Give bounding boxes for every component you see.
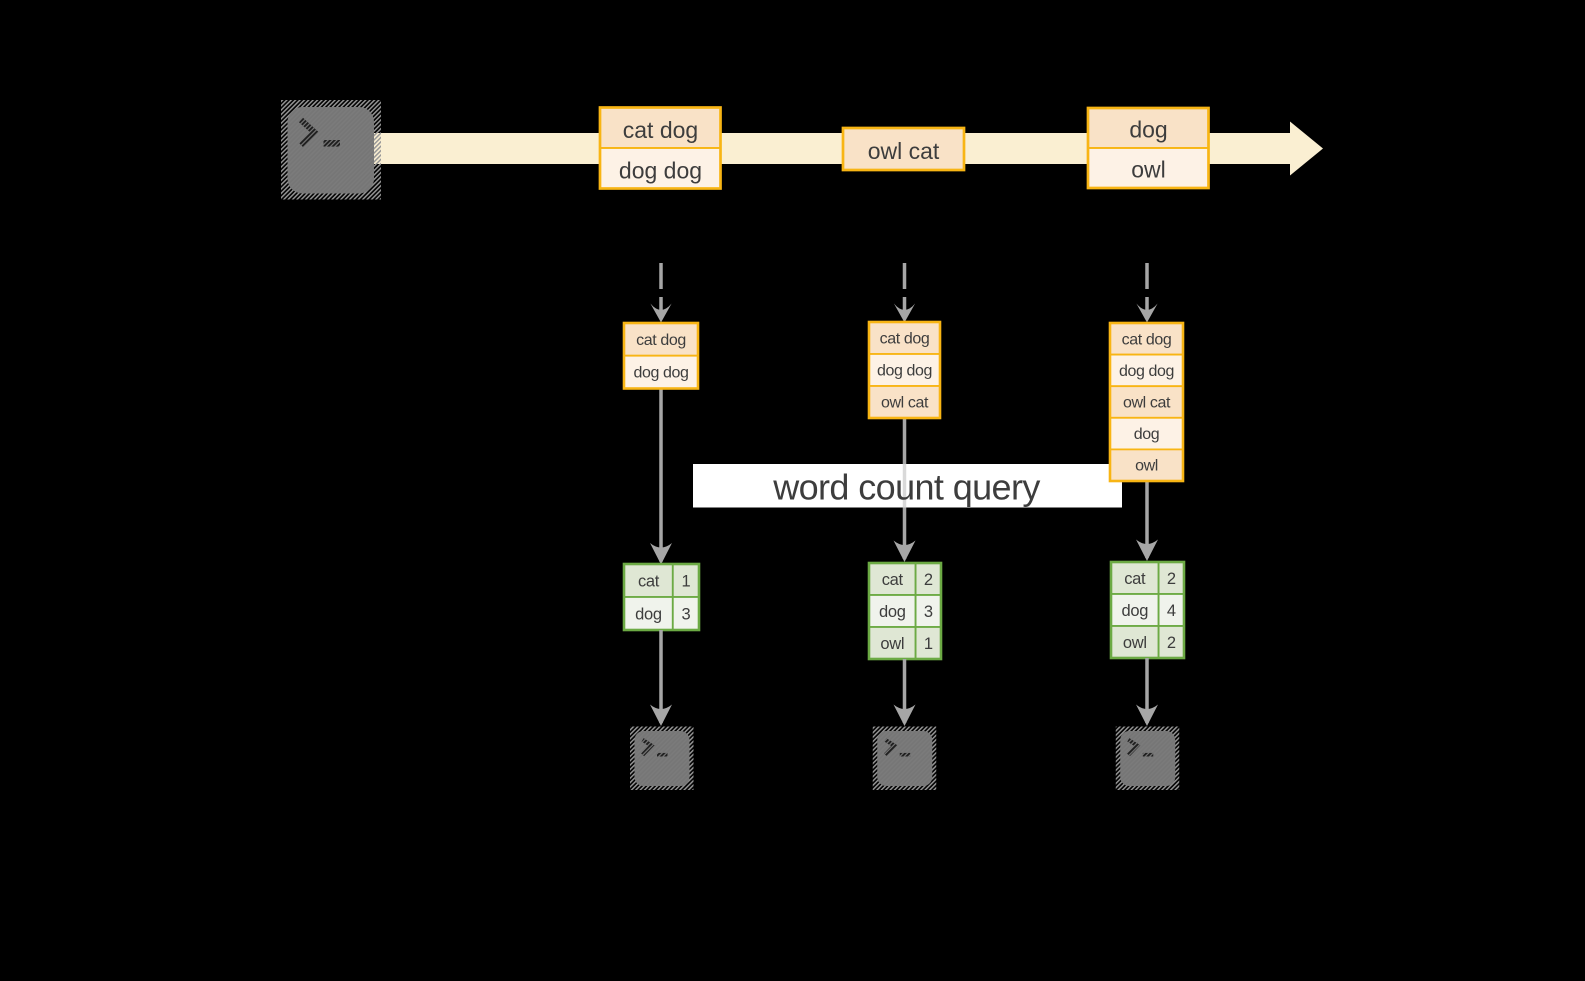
svg-text:owl: owl [1131, 157, 1166, 183]
svg-text:cat: cat [638, 572, 660, 590]
svg-text:1: 1 [924, 635, 933, 653]
svg-text:dog: dog [879, 603, 906, 621]
svg-text:cat dog: cat dog [1122, 331, 1172, 348]
svg-text:cat: cat [882, 571, 904, 589]
svg-text:dog: dog [635, 605, 662, 623]
svg-text:owl: owl [1123, 634, 1147, 652]
svg-text:cat: cat [1124, 570, 1146, 588]
svg-text:1: 1 [682, 572, 691, 590]
svg-text:dog: dog [1129, 117, 1167, 143]
svg-text:dog: dog [1121, 602, 1148, 620]
svg-text:dog dog: dog dog [877, 363, 932, 380]
svg-text:2: 2 [1167, 570, 1176, 588]
svg-text:dog: dog [1134, 426, 1160, 443]
svg-text:cat dog: cat dog [623, 117, 698, 143]
svg-text:cat dog: cat dog [880, 331, 930, 348]
svg-text:dog dog: dog dog [619, 158, 702, 184]
svg-text:dog dog: dog dog [1119, 363, 1174, 380]
svg-text:2: 2 [924, 571, 933, 589]
svg-text:2: 2 [1167, 634, 1176, 652]
svg-text:dog dog: dog dog [633, 365, 688, 382]
svg-text:owl cat: owl cat [1123, 395, 1171, 412]
svg-text:owl cat: owl cat [881, 395, 929, 412]
svg-text:4: 4 [1167, 602, 1176, 620]
svg-text:3: 3 [682, 605, 691, 623]
svg-text:3: 3 [924, 603, 933, 621]
svg-text:owl: owl [880, 635, 904, 653]
svg-text:owl cat: owl cat [868, 138, 940, 164]
svg-text:owl: owl [1135, 458, 1158, 475]
svg-text:word count query: word count query [772, 467, 1040, 508]
svg-text:cat dog: cat dog [636, 332, 686, 349]
